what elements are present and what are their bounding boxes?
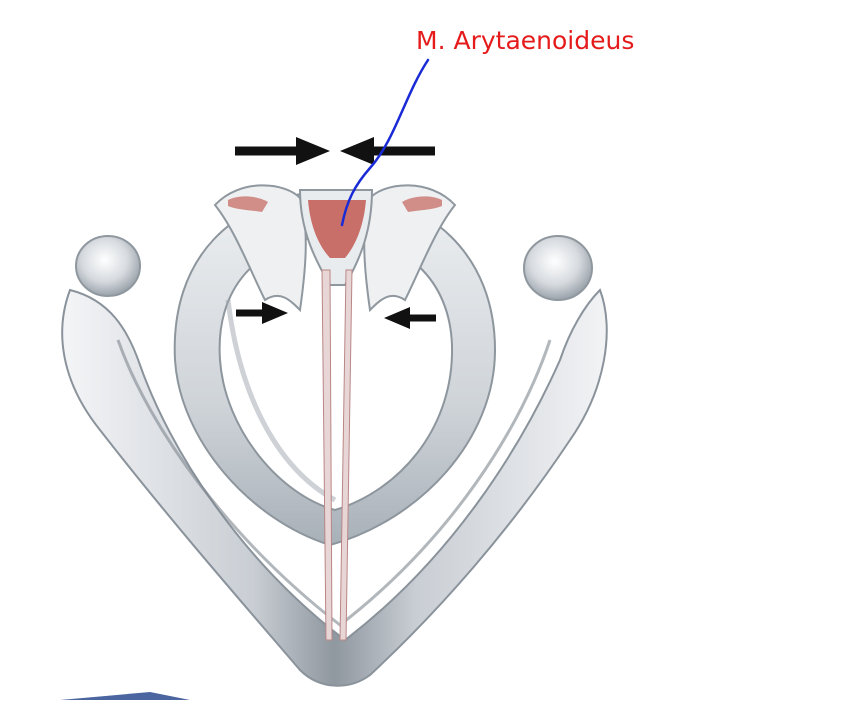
thyroid-cartilage [61,288,608,687]
leader-line [340,58,430,227]
mid-left-arrow-icon [236,302,288,324]
mid-right-arrow-icon [384,307,436,329]
bottom-edge-artifact [60,692,190,700]
left-horn-knob [75,235,141,297]
vocal-cords [321,269,353,641]
right-horn-knob [523,235,593,301]
arrows [235,137,436,329]
arytaenoideus-muscle [308,200,366,258]
top-right-arrow-icon [340,137,435,165]
muscle-label: M. Arytaenoideus [416,26,635,55]
top-left-arrow-icon [235,137,330,165]
arytenoid-cartilages [213,184,457,313]
